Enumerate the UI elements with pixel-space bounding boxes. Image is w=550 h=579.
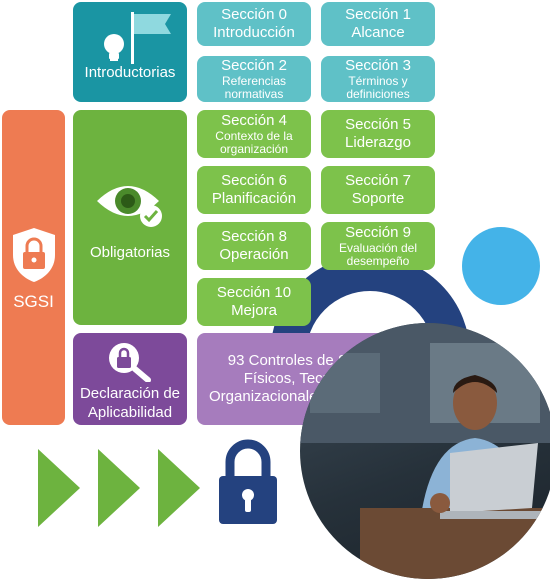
magnifier-lock-icon: [109, 343, 151, 382]
arrow-icon: [158, 449, 200, 527]
section-desc: Evaluación del desempeño: [338, 241, 418, 268]
section-desc: Mejora: [231, 302, 277, 319]
section-4: Sección 4 Contexto de la organización: [197, 110, 311, 158]
section-0: Sección 0 Introducción: [197, 2, 311, 46]
section-5: Sección 5 Liderazgo: [321, 110, 435, 158]
category-obligatorias: Obligatorias: [73, 110, 187, 325]
section-1: Sección 1 Alcance: [321, 2, 435, 46]
section-desc: Referencias normativas: [221, 74, 287, 101]
section-desc: Liderazgo: [345, 134, 411, 151]
category-declaracion: Declaración de Aplicabilidad: [73, 333, 187, 425]
sky-circle: [462, 227, 540, 305]
section-title: Sección 5: [345, 116, 411, 133]
section-title: Sección 7: [345, 172, 411, 189]
section-10: Sección 10 Mejora: [197, 278, 311, 326]
sgsi-column: SGSI: [2, 110, 65, 425]
section-desc: Planificación: [211, 190, 297, 207]
section-desc: Introducción: [213, 24, 295, 41]
section-9: Sección 9 Evaluación del desempeño: [321, 222, 435, 270]
section-title: Sección 4: [221, 112, 287, 129]
lightbulb-icon: [104, 34, 124, 61]
section-6: Sección 6 Planificación: [197, 166, 311, 214]
declaracion-label: Declaración de Aplicabilidad: [79, 385, 181, 421]
section-title: Sección 2: [221, 57, 287, 74]
section-3: Sección 3 Términos y definiciones: [321, 56, 435, 102]
section-title: Sección 10: [216, 284, 292, 301]
section-title: Sección 3: [345, 57, 411, 74]
person-laptop-photo: [300, 323, 550, 579]
section-title: Sección 0: [221, 6, 287, 23]
section-title: Sección 9: [345, 224, 411, 241]
shield-lock-icon: [12, 227, 55, 282]
section-desc: Operación: [219, 246, 289, 263]
sgsi-label: SGSI: [13, 291, 54, 311]
section-8: Sección 8 Operación: [197, 222, 311, 270]
arrow-icon: [38, 449, 80, 527]
section-desc: Soporte: [351, 190, 405, 207]
section-desc: Alcance: [351, 24, 405, 41]
obligatorias-label: Obligatorias: [89, 244, 171, 261]
section-desc: Contexto de la organización: [215, 129, 293, 156]
padlock-icon: [219, 439, 277, 524]
arrow-icon: [98, 449, 140, 527]
section-7: Sección 7 Soporte: [321, 166, 435, 214]
section-title: Sección 8: [221, 228, 287, 245]
section-2: Sección 2 Referencias normativas: [197, 56, 311, 102]
eye-check-icon: [97, 186, 162, 227]
section-desc: Términos y definiciones: [346, 74, 410, 101]
introductorias-label: Introductorias: [84, 64, 176, 81]
category-introductorias: Introductorias: [73, 2, 187, 102]
section-title: Sección 6: [221, 172, 287, 189]
flag-icon: [131, 12, 171, 64]
section-title: Sección 1: [345, 6, 411, 23]
